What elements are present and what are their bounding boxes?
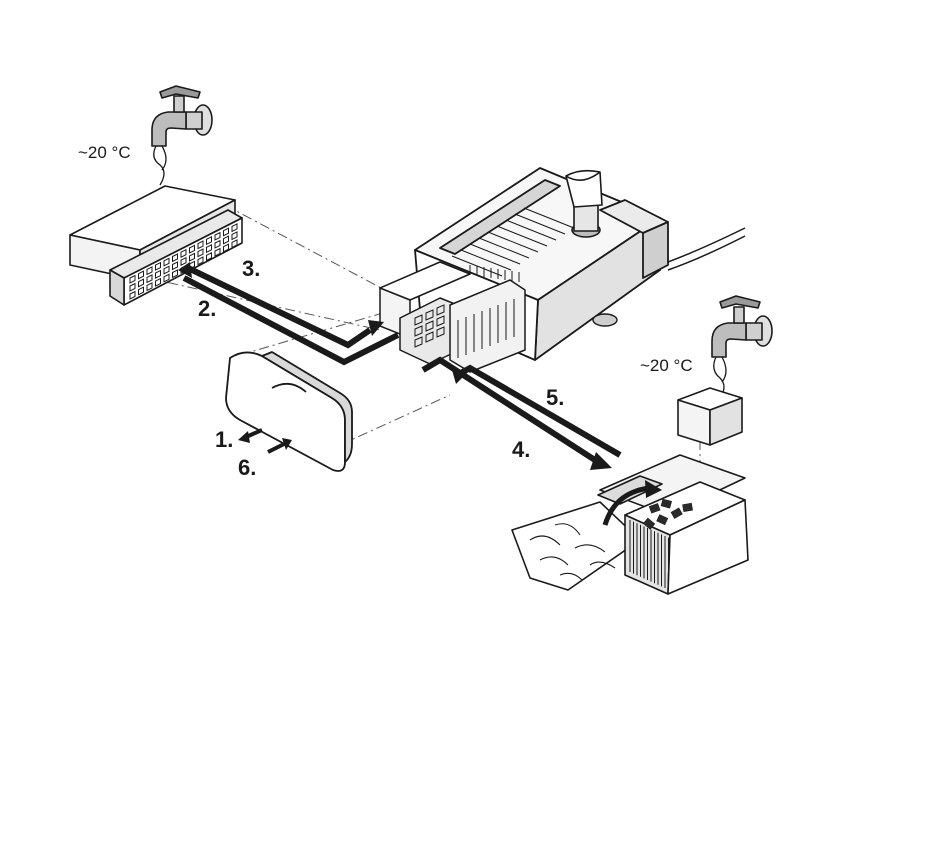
media-bag [512, 502, 640, 590]
front-cover [226, 352, 352, 471]
step-label-3: 3. [242, 256, 260, 282]
power-cable [668, 228, 745, 270]
housing-foot [593, 314, 617, 326]
temperature-label-left: ~20 °C [78, 143, 131, 163]
step-label-2: 2. [198, 296, 216, 322]
water-tap-icon [152, 86, 212, 185]
water-tap-icon [712, 296, 772, 398]
step-label-5: 5. [546, 385, 564, 411]
temperature-label-right: ~20 °C [640, 356, 693, 376]
step-label-6: 6. [238, 455, 256, 481]
step-label-1: 1. [215, 427, 233, 453]
sponge-cube [678, 388, 742, 445]
step-label-4: 4. [512, 437, 530, 463]
